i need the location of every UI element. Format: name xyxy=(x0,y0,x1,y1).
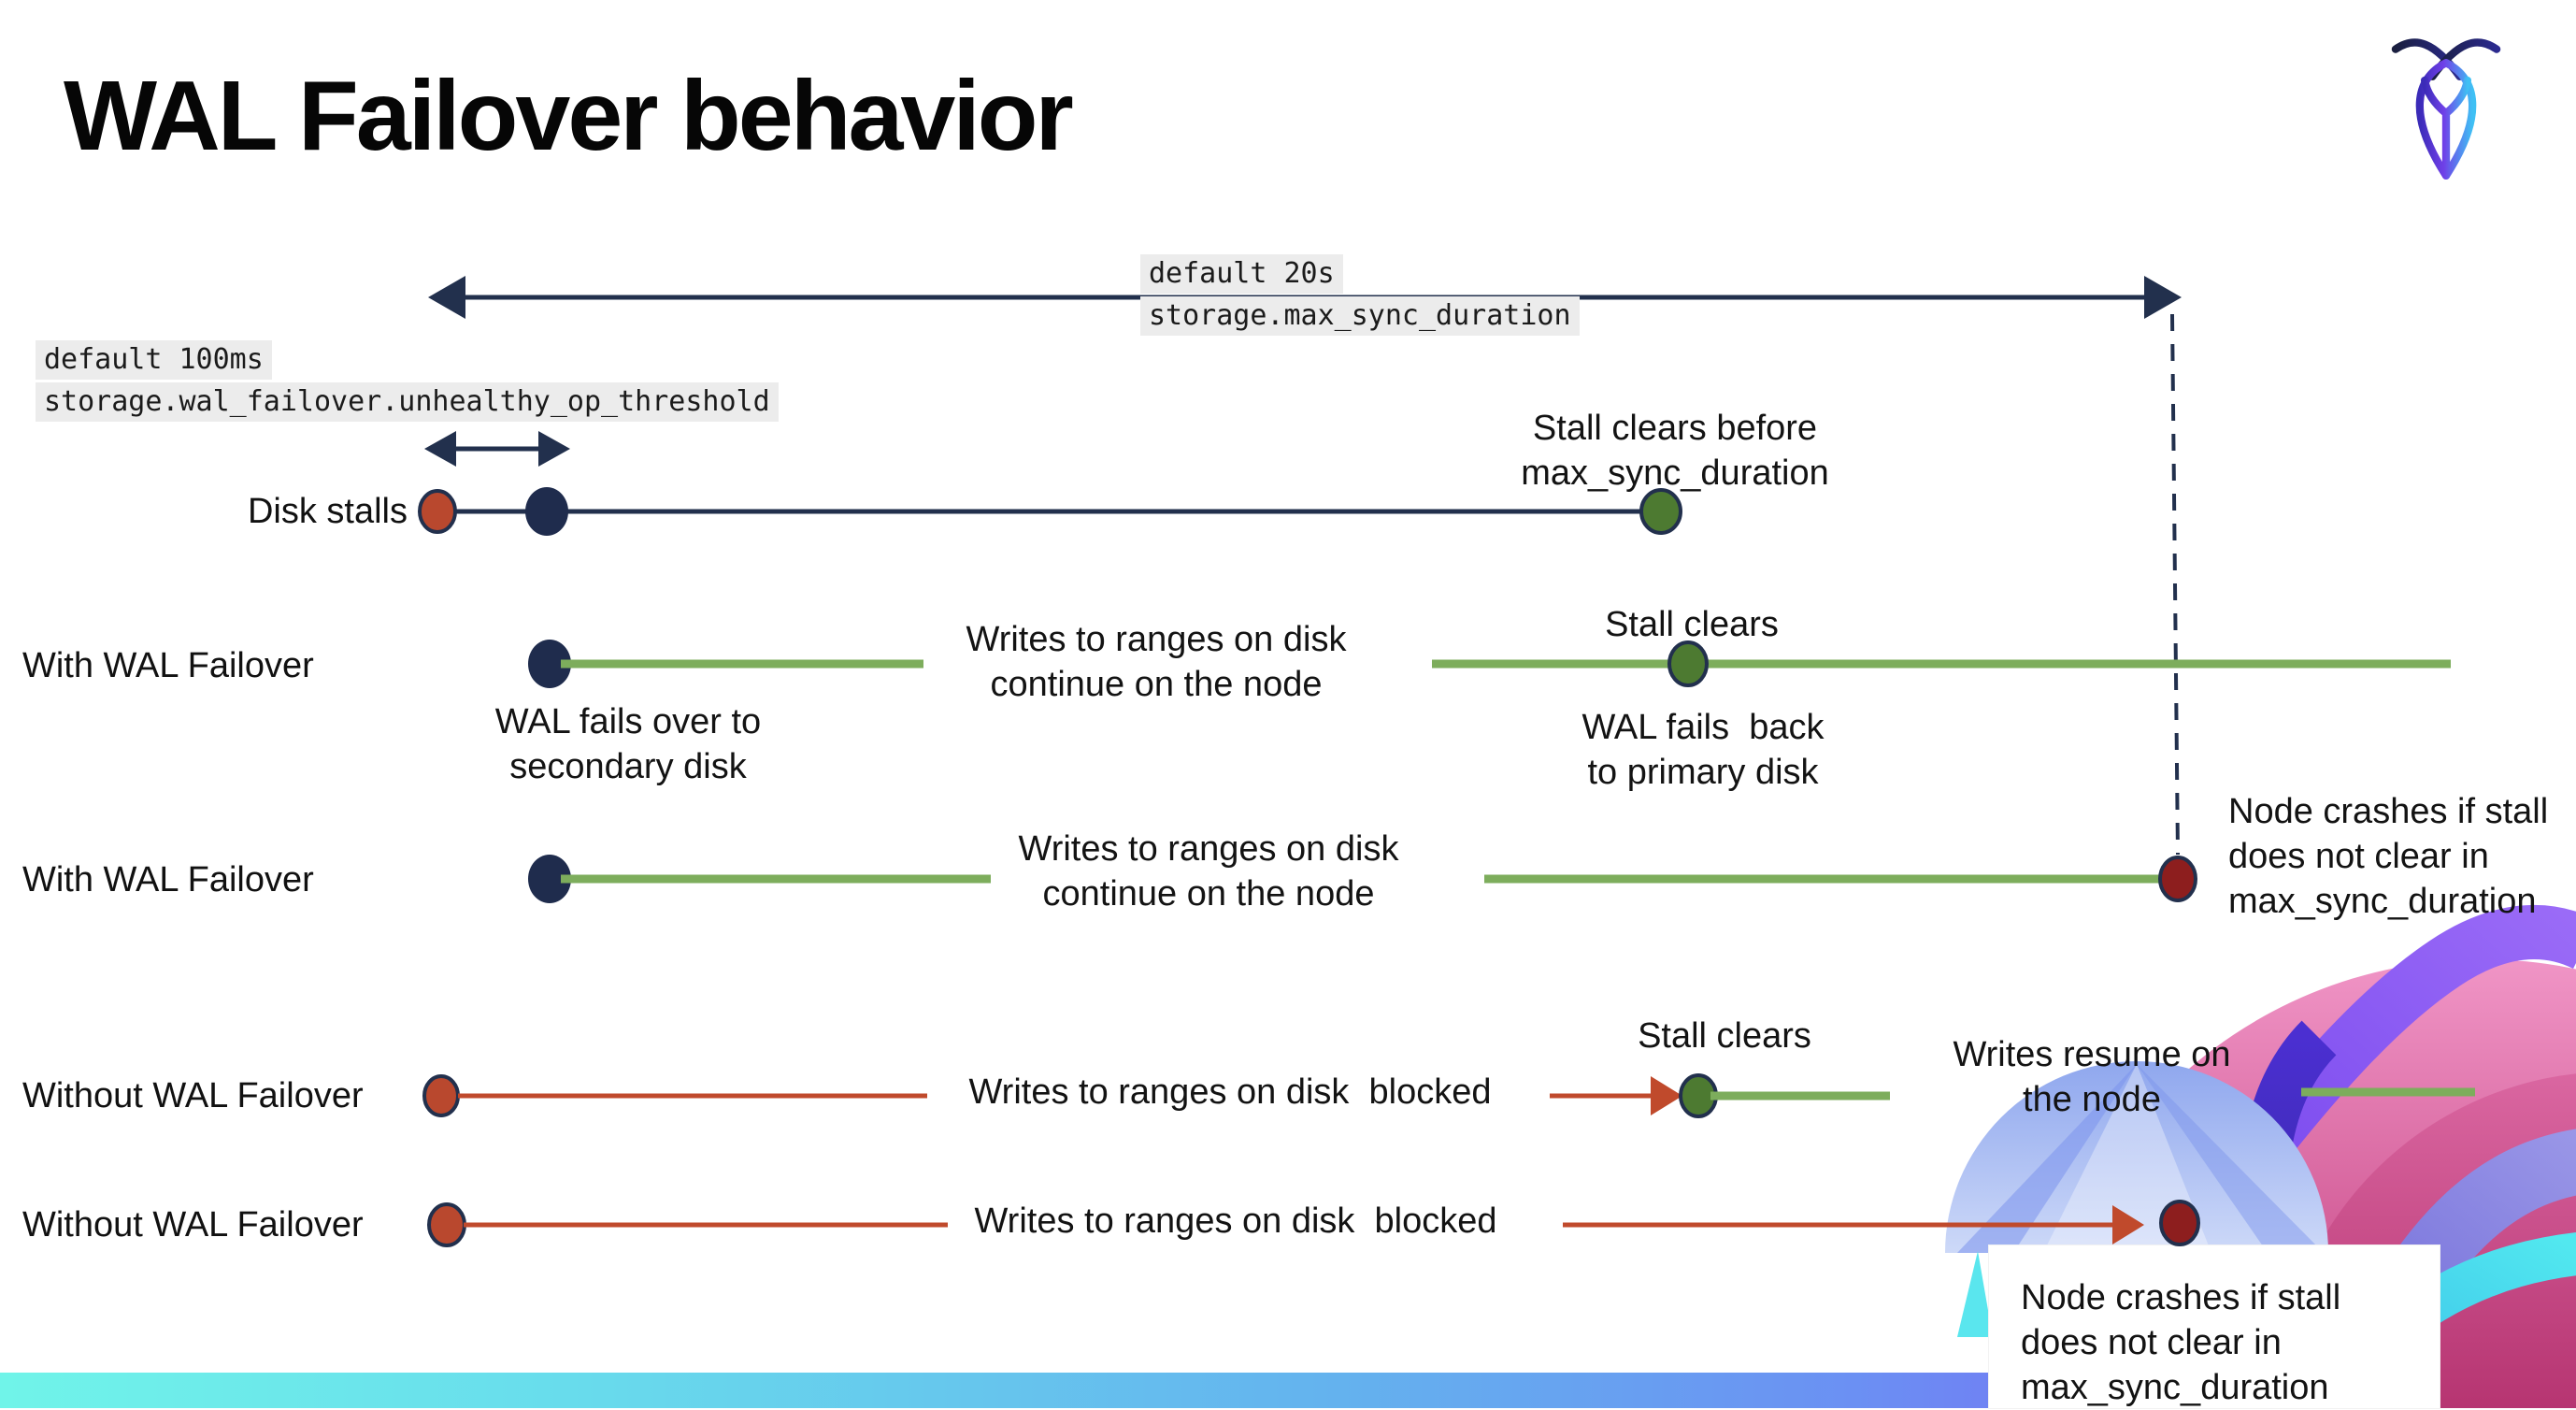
row4-stall-clears-dot xyxy=(1679,1073,1718,1118)
row5-label: Without WAL Failover xyxy=(22,1205,364,1245)
row2-label: With WAL Failover xyxy=(22,646,314,685)
row3-crash-dot xyxy=(2158,856,2197,902)
row2-failback-annotation: WAL fails back to primary disk xyxy=(1581,708,1825,792)
row4-label: Without WAL Failover xyxy=(22,1076,364,1115)
row5-writes-annotation: Writes to ranges on disk blocked xyxy=(974,1201,1497,1241)
brand-logo-icon xyxy=(2391,38,2501,180)
max-sync-config-label: default 20s storage.max_sync_duration xyxy=(1140,254,1580,336)
threshold-arrow-right-icon xyxy=(538,431,570,467)
threshold-config-label: default 100ms storage.wal_failover.unhea… xyxy=(36,340,779,422)
threshold-setting-name: storage.wal_failover.unhealthy_op_thresh… xyxy=(36,382,779,422)
row2-stall-annotation: Stall clears xyxy=(1605,605,1779,644)
row2-failover-dot xyxy=(528,640,571,688)
row2-failover-annotation: WAL fails over to secondary disk xyxy=(494,702,762,786)
row3-writes-annotation: Writes to ranges on disk continue on the… xyxy=(1018,829,1399,914)
row1-label: Disk stalls xyxy=(247,492,408,531)
row1-stall-clears-dot xyxy=(1639,488,1682,535)
page-title: WAL Failover behavior xyxy=(64,61,1074,171)
row1-threshold-dot xyxy=(525,487,568,536)
row3-failover-dot xyxy=(528,855,571,903)
row1-stall-start-dot xyxy=(418,489,457,534)
max-sync-default-value: default 20s xyxy=(1140,254,1343,294)
row4-arrowhead-icon xyxy=(1651,1076,1682,1115)
row1-stall-annotation: Stall clears before max_sync_duration xyxy=(1521,409,1829,493)
max-sync-arrow-left-icon xyxy=(428,276,465,319)
threshold-arrow-left-icon xyxy=(424,431,456,467)
crash-deadline-dashed-line xyxy=(2170,313,2180,856)
row2-writes-annotation: Writes to ranges on disk continue on the… xyxy=(966,620,1347,704)
threshold-default-value: default 100ms xyxy=(36,340,272,380)
row5-stall-start-dot xyxy=(427,1202,466,1247)
row2-stall-clears-dot xyxy=(1667,640,1709,687)
row4-resume-annotation: Writes resume on the node xyxy=(1953,1035,2231,1119)
row5-crash-annotation: Node crashes if stall does not clear in … xyxy=(2021,1278,2341,1407)
max-sync-arrow-right-icon xyxy=(2144,276,2182,319)
row4-stall-annotation: Stall clears xyxy=(1638,1016,1811,1056)
row3-label: With WAL Failover xyxy=(22,860,314,899)
row4-stall-start-dot xyxy=(422,1074,460,1117)
crash-label-box: Node crashes if stall does not clear in … xyxy=(1989,1245,2440,1408)
max-sync-setting-name: storage.max_sync_duration xyxy=(1140,296,1580,336)
row3-crash-annotation: Node crashes if stall does not clear in … xyxy=(2228,792,2549,921)
row4-writes-annotation: Writes to ranges on disk blocked xyxy=(968,1072,1492,1112)
